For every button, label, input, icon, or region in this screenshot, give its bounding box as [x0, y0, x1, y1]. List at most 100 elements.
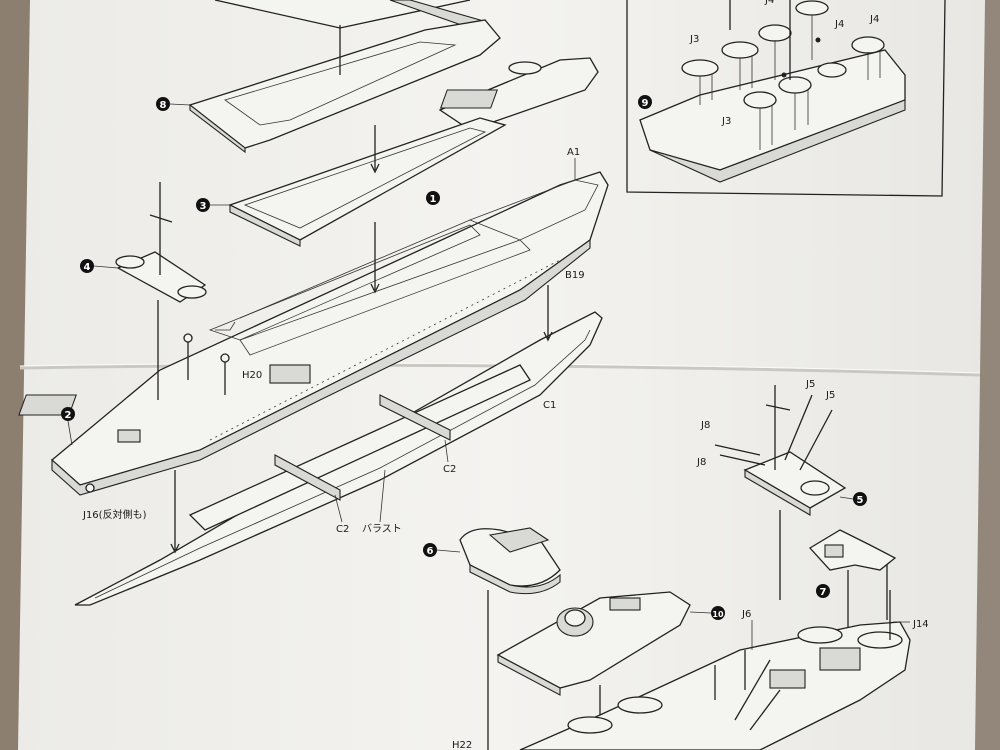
booms-j8	[714, 444, 766, 466]
funnel-top	[564, 609, 586, 627]
hull-deckhouse-2	[769, 669, 806, 689]
c2-bulkhead-a	[274, 454, 341, 501]
superstructure-block	[439, 89, 498, 109]
step-3-marker	[196, 198, 210, 212]
lower-hull-c1: C1 C2 C2 バラスト	[74, 285, 603, 606]
label-j16: J16(反対側も)	[82, 508, 147, 521]
step-4-number: 4	[84, 262, 91, 273]
hull-cargo-booms	[714, 650, 781, 731]
hull-c1-inner	[94, 329, 591, 599]
step-10-pointer	[689, 611, 712, 614]
lifeboat-7	[817, 62, 847, 78]
step-10-bridge: 10	[496, 591, 725, 750]
inset-frame	[626, 0, 946, 197]
lower-right-hull: J6 J14 H22	[452, 590, 929, 750]
superstructure-boat	[508, 61, 542, 75]
step-2-marker	[61, 407, 75, 421]
bridge-deck-side	[649, 99, 906, 183]
hull-deckhouse	[819, 647, 861, 671]
step-7-part: 7	[808, 529, 897, 630]
hull-boat-1	[797, 626, 843, 644]
deck-plate-8	[188, 19, 501, 149]
step-8-deck: 8	[156, 19, 501, 154]
step-8-number: 8	[160, 100, 167, 111]
frame-3-edge	[229, 204, 301, 247]
label-j6: J6	[741, 609, 751, 620]
label-ballast: バラスト	[362, 523, 402, 535]
arrow-1	[370, 283, 380, 294]
step-6-marker	[423, 543, 437, 557]
hull-a1-side	[51, 238, 591, 496]
deck-house	[269, 364, 311, 384]
pivot-dot-2	[815, 37, 821, 43]
c2-pointer-b	[334, 494, 343, 523]
step-10-number: 10	[712, 610, 724, 619]
mast-5-boat	[800, 480, 830, 496]
mast-cap-1	[183, 333, 193, 343]
label-j8-b: J8	[696, 457, 706, 468]
bridge-block	[609, 597, 641, 611]
deck-plate-8-edge	[189, 103, 246, 154]
step-2-number: 2	[65, 410, 72, 421]
mast-4-pole	[149, 182, 173, 275]
step-6-pointer	[436, 549, 461, 553]
cargo-hatch-aft	[18, 394, 77, 416]
label-j3-a: J3	[689, 34, 699, 45]
step-6-part: 6	[423, 527, 561, 750]
part-7	[808, 529, 897, 571]
aft-hatch	[117, 429, 141, 443]
mast-4-boat-1	[115, 255, 145, 269]
hull-boat-3	[617, 696, 663, 714]
ballast-pointer	[379, 469, 386, 523]
hull-boat-2	[857, 631, 903, 649]
lifeboat-2	[721, 41, 759, 59]
arrow-3	[370, 163, 380, 174]
step-2-pointer	[67, 420, 73, 446]
upper-deck-piece-side	[389, 0, 482, 29]
frame-3-inner	[243, 127, 487, 229]
step-5-pointer	[839, 496, 854, 500]
label-j5-a: J5	[805, 379, 815, 390]
part-6-side	[469, 564, 561, 595]
arrow-c1	[543, 331, 553, 342]
arrow-hull	[170, 543, 180, 554]
lifeboat-5	[851, 36, 885, 54]
label-h20: H20	[242, 370, 262, 381]
step-7-marker	[816, 584, 830, 598]
c2-pointer-a	[444, 439, 449, 463]
label-j5-b: J5	[825, 390, 835, 401]
label-j4-b: J4	[834, 19, 844, 30]
label-j8-a: J8	[700, 420, 710, 431]
bow-deck	[468, 179, 599, 241]
label-h22: H22	[452, 740, 472, 750]
step-3-number: 3	[200, 201, 207, 212]
lifeboat-3	[758, 24, 792, 42]
mast-5-pole	[765, 385, 791, 470]
label-c2-a: C2	[443, 464, 456, 475]
hull-boat-4	[567, 716, 613, 734]
step-4-pointer	[93, 265, 119, 269]
step-9-marker	[638, 95, 652, 109]
mast-4-boat-2	[177, 285, 207, 299]
label-c2-b: C2	[336, 524, 349, 535]
step-1-marker	[426, 191, 440, 205]
c2-bulkhead-b	[379, 394, 451, 441]
label-j4-a: J4	[764, 0, 774, 6]
label-j3-b: J3	[721, 116, 731, 127]
main-hull-upper: 1 2 A1 B19 H20 J16(反対側も)	[18, 147, 609, 521]
mast-cap-2	[220, 353, 230, 363]
promenade-rail	[208, 224, 481, 341]
lifeboat-6	[778, 76, 812, 94]
part-7-block	[824, 544, 844, 558]
lifeboat-1	[681, 59, 719, 77]
bridge-deck-10-edge	[497, 654, 561, 696]
lifeboat-4	[795, 0, 829, 16]
step-9-inset: 9 J3 J4 J4 J4 J3	[626, 0, 946, 197]
leader-7	[847, 565, 888, 630]
hull-detail	[215, 219, 471, 331]
step-10-marker	[711, 606, 725, 620]
step-7-number: 7	[820, 587, 827, 598]
label-b19: B19	[565, 270, 585, 281]
